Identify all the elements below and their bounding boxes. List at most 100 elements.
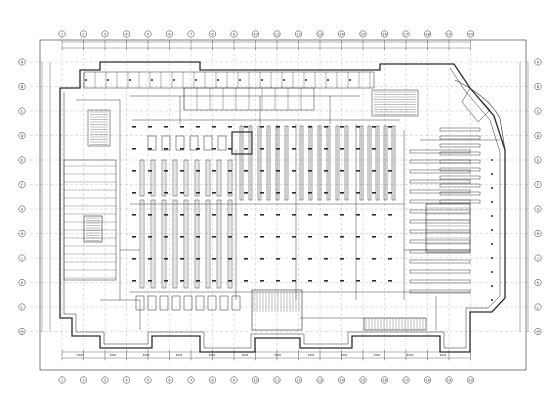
grid-bubble <box>273 376 281 384</box>
grid-bubble-label: 15 <box>361 33 366 37</box>
shelf-row-horizontal <box>409 259 471 264</box>
light-fixture <box>292 258 296 260</box>
service-strip <box>83 71 375 89</box>
downlight <box>491 299 493 301</box>
shelf-row-horizontal <box>439 167 481 172</box>
light-fixture <box>212 258 216 260</box>
downlight <box>491 271 493 273</box>
grid-bubble-label: 16 <box>382 33 387 37</box>
light-fixture <box>340 280 344 282</box>
grid-bubble <box>534 303 542 311</box>
shelf-row-horizontal <box>439 183 481 188</box>
light-fixture <box>180 192 184 194</box>
grid-bubble <box>123 30 130 38</box>
light-fixture <box>196 236 200 238</box>
grid-bubble <box>58 30 66 38</box>
light-fixture <box>148 192 152 194</box>
light-fixture <box>276 280 280 282</box>
grid-bubble-label: A <box>21 61 24 65</box>
light-fixture <box>372 214 376 216</box>
grid-bubble <box>534 254 542 262</box>
light-fixture <box>228 280 232 282</box>
grid-bubble-label: 8 <box>211 33 214 37</box>
grid-bubble <box>18 83 26 90</box>
shelf-row-horizontal <box>439 127 481 132</box>
shelf-row-horizontal <box>439 159 481 164</box>
grid-bubble <box>101 376 109 384</box>
downlight <box>151 79 153 81</box>
grid-bubble <box>338 30 345 38</box>
light-fixture <box>164 192 168 194</box>
light-fixture <box>292 170 296 172</box>
grid-bubble <box>18 279 26 286</box>
grid-bubble <box>359 30 367 38</box>
light-fixture <box>196 170 200 172</box>
light-fixture <box>308 126 312 128</box>
light-fixture <box>308 236 312 238</box>
downlight <box>491 201 493 203</box>
light-fixture <box>260 236 264 238</box>
dimension-value: 8400 <box>77 353 84 357</box>
grid-bubble-label: 17 <box>404 33 409 37</box>
light-fixture <box>180 148 184 150</box>
grid-bubble <box>252 30 259 38</box>
light-fixture <box>164 214 168 216</box>
grid-bubble-label: 7 <box>190 379 192 383</box>
grid-bubble-label: 5 <box>147 33 149 37</box>
grid-bubble-label: 2 <box>82 379 84 383</box>
light-fixture <box>372 126 376 128</box>
exterior-wall <box>59 61 506 353</box>
light-fixture <box>308 170 312 172</box>
grid-bubble-label: 1 <box>61 33 63 37</box>
light-fixture <box>132 236 136 238</box>
downlight <box>349 79 351 81</box>
grid-bubble-label: E <box>21 159 24 163</box>
downlight <box>239 79 241 81</box>
light-fixture <box>308 280 312 282</box>
grid-bubble <box>402 376 410 384</box>
grid-bubble <box>445 376 453 384</box>
downlight <box>85 79 87 81</box>
light-fixture <box>260 170 264 172</box>
entrance-canopy <box>461 87 491 123</box>
light-fixture <box>356 258 360 260</box>
grid-bubble-label: J <box>20 257 22 261</box>
grid-bubble-label: B <box>21 85 24 89</box>
grid-bubble-label: 12 <box>296 379 301 383</box>
downlight <box>491 173 493 175</box>
light-fixture <box>196 192 200 194</box>
light-fixture <box>276 236 280 238</box>
grid-bubble <box>166 376 173 384</box>
light-fixture <box>260 214 264 216</box>
grid-bubble <box>467 30 474 38</box>
stair-core <box>371 89 419 117</box>
light-fixture <box>196 258 200 260</box>
light-fixture <box>244 126 248 128</box>
light-fixture <box>196 214 200 216</box>
grid-bubble <box>187 376 195 384</box>
circuit-run <box>100 299 141 330</box>
downlight <box>217 79 219 81</box>
light-fixture <box>340 258 344 260</box>
light-fixture <box>228 214 232 216</box>
grid-bubble-label: C <box>21 110 24 114</box>
light-fixture <box>388 280 392 282</box>
light-fixture <box>372 258 376 260</box>
downlight <box>327 79 329 81</box>
shelf-row-horizontal <box>409 239 471 244</box>
shelf-row-horizontal <box>439 199 481 204</box>
light-fixture <box>356 192 360 194</box>
grid-bubble <box>381 376 388 384</box>
grid-bubble-label: J <box>536 257 538 261</box>
light-fixture <box>228 126 232 128</box>
grid-bubble <box>381 30 388 38</box>
grid-bubble-label: 11 <box>275 379 280 383</box>
light-fixture <box>132 170 136 172</box>
building-outline <box>59 61 506 353</box>
grid-bubble <box>534 230 542 237</box>
light-fixture <box>340 148 344 150</box>
light-fixture <box>196 126 200 128</box>
grid-bubble-label: M <box>536 330 539 334</box>
checkout-counter <box>219 295 229 311</box>
grid-bubble-label: 18 <box>425 379 430 383</box>
